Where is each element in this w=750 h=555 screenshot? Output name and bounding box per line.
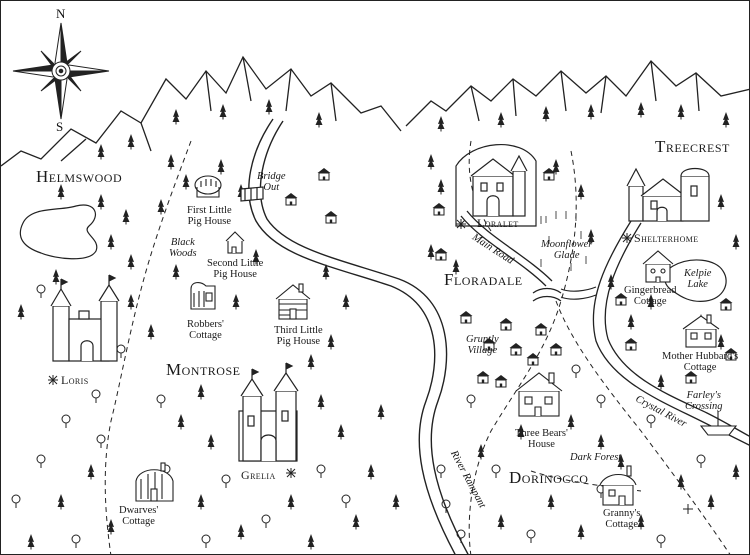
region-dorinocco: Dorinocco <box>509 468 589 487</box>
label-robbers-cottage: Robbers' Cottage <box>187 319 224 342</box>
town-shelterhome: Shelterhome <box>634 231 699 245</box>
label-three-bears-house: Three Bears' House <box>515 428 568 451</box>
first-pig-house-drawing <box>194 175 222 198</box>
mountain-shading <box>97 98 730 160</box>
label-gruntly-village: Gruntly Village <box>466 334 499 357</box>
kelpie-lake <box>664 259 727 302</box>
dwarves-cottage-drawing <box>135 462 174 502</box>
boat-drawing <box>699 411 738 436</box>
label-dwarves-cottage: Dwarves' Cottage <box>119 505 159 528</box>
label-black-woods: Black Woods <box>169 237 197 260</box>
town-grelia: Grelia <box>241 468 276 482</box>
compass-north: N <box>56 6 66 21</box>
label-moonflower-glade: Moonflower Glade <box>541 239 593 262</box>
label-dark-forest: Dark Forest <box>570 452 622 463</box>
shelterhome-castle-drawing <box>626 167 710 222</box>
label-third-pig-house: Third Little Pig House <box>274 325 323 348</box>
grelia-castle-drawing <box>238 362 299 462</box>
label-kelpie-lake: Kelpie Lake <box>684 268 712 291</box>
region-montrose: Montrose <box>166 360 241 379</box>
mountain-range-west <box>1 55 402 167</box>
label-second-pig-house: Second Little Pig House <box>207 258 264 281</box>
label-mother-hubbards-cottage: Mother Hubbard's Cottage <box>662 351 739 374</box>
region-treecrest: Treecrest <box>655 137 730 156</box>
label-first-pig-house: First Little Pig House <box>187 205 232 228</box>
broken-bridge <box>240 186 264 202</box>
label-farleys-crossing: Farley's Crossing <box>685 390 723 413</box>
region-helmswood: Helmswood <box>36 167 123 186</box>
helmswood-lake <box>19 204 98 260</box>
region-floradale: Floradale <box>444 270 523 289</box>
main-road <box>460 210 553 287</box>
floradale-bridge <box>532 286 597 302</box>
label-gingerbread-cottage: Gingerbread Cottage <box>624 285 677 308</box>
label-grannys-cottage: Granny's Cottage <box>603 508 641 531</box>
mountain-range-east <box>405 59 749 127</box>
third-pig-house-drawing <box>275 283 311 320</box>
town-loris: Loris <box>61 373 89 387</box>
second-pig-house-drawing <box>225 231 245 254</box>
robbers-cottage-drawing <box>190 282 216 310</box>
town-markers <box>48 219 693 514</box>
moonflower-flowers <box>540 211 587 271</box>
compass-rose-icon <box>12 22 110 120</box>
mother-hubbards-cottage-drawing <box>682 314 720 348</box>
three-bears-house-drawing <box>515 372 563 417</box>
town-loralet: Loralet <box>477 216 519 230</box>
loralet-castle-drawing <box>455 143 537 227</box>
label-bridge-out: Bridge Out <box>257 171 286 194</box>
gingerbread-cottage-drawing <box>642 250 674 283</box>
compass-south: S <box>56 119 64 134</box>
loris-castle-drawing <box>50 274 120 362</box>
grannys-cottage-drawing <box>599 465 637 506</box>
